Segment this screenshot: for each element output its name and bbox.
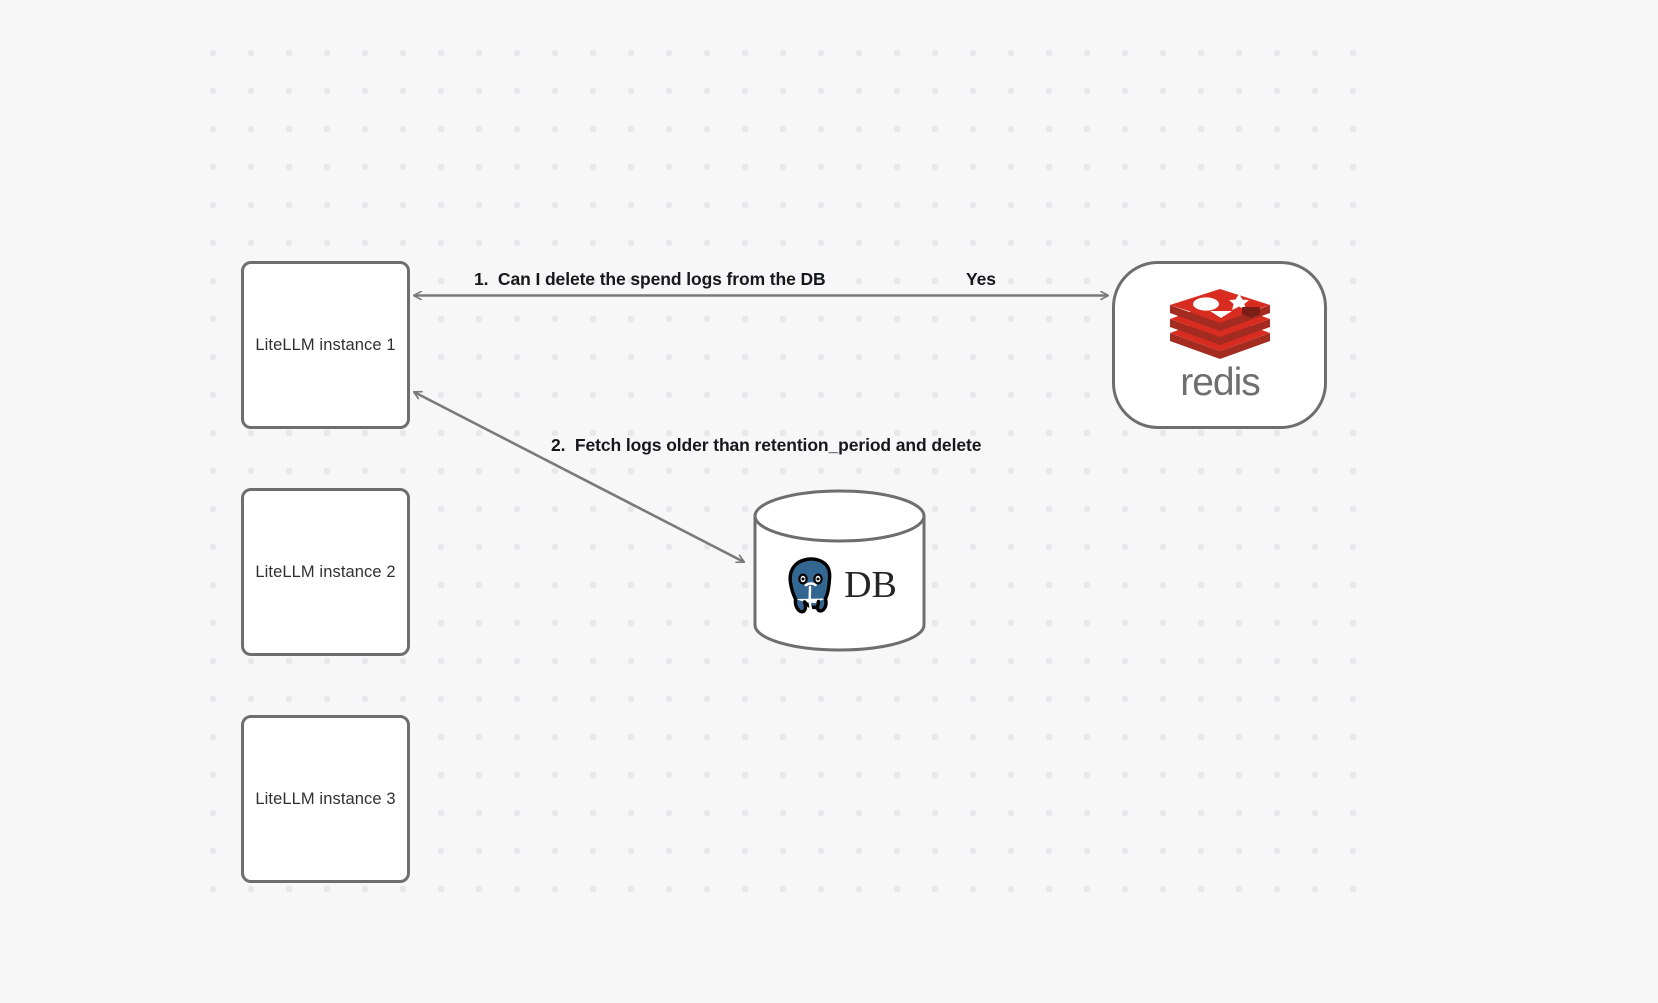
node-redis[interactable]: redis <box>1112 261 1327 429</box>
edge-label-step-2: 2. Fetch logs older than retention_perio… <box>551 435 982 455</box>
redis-logo-icon <box>1169 289 1270 359</box>
node-litellm-instance-2[interactable]: LiteLLM instance 2 <box>241 488 410 656</box>
redis-wordmark-text: redis <box>1180 363 1261 403</box>
node-litellm-instance-1[interactable]: LiteLLM instance 1 <box>241 261 410 429</box>
node-litellm-instance-3[interactable]: LiteLLM instance 3 <box>241 715 410 883</box>
node-litellm-instance-2-label: LiteLLM instance 2 <box>255 562 396 581</box>
node-postgres-db[interactable]: DB <box>752 489 927 652</box>
cylinder-shape <box>753 489 926 652</box>
edge-label-step-1: 1. Can I delete the spend logs from the … <box>474 269 826 289</box>
svg-text:redis: redis <box>1180 363 1260 403</box>
postgres-elephant-icon <box>788 557 832 616</box>
postgres-db-label: DB <box>844 564 897 606</box>
edge-label-step-1-reply: Yes <box>966 269 996 289</box>
node-litellm-instance-1-label: LiteLLM instance 1 <box>255 335 396 354</box>
edge-fetch-delete <box>414 392 744 562</box>
postgres-logo-group: DB <box>752 535 927 635</box>
node-litellm-instance-3-label: LiteLLM instance 3 <box>255 789 396 808</box>
